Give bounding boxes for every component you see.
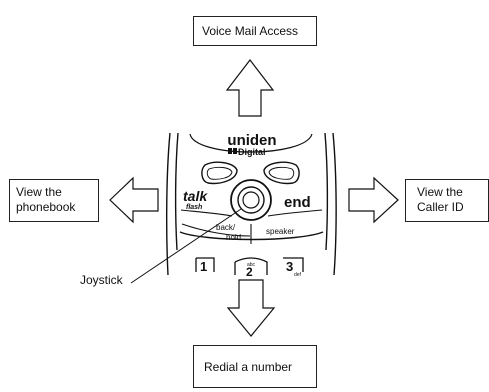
view-phonebook-line1: View the bbox=[16, 185, 62, 199]
view-phonebook-line2: phonebook bbox=[16, 200, 76, 214]
left-soft-key-inner bbox=[206, 166, 233, 180]
screen-bottom-curve bbox=[189, 133, 313, 153]
up-arrow-icon bbox=[225, 59, 275, 117]
voice-mail-access-label: Voice Mail Access bbox=[202, 24, 299, 38]
key-3-digit: 3 bbox=[286, 259, 293, 274]
key-2-letters: abc bbox=[247, 262, 256, 268]
talk-label: talk bbox=[183, 188, 208, 204]
key-2 bbox=[234, 257, 268, 275]
view-caller-id-line1: View the bbox=[417, 185, 463, 199]
joystick-label: Joystick bbox=[80, 273, 123, 287]
key-3-letters: def bbox=[294, 272, 302, 278]
redial-number-box: Redial a number bbox=[193, 345, 317, 388]
phone-outer-left bbox=[165, 132, 171, 276]
voice-mail-access-box: Voice Mail Access bbox=[193, 16, 317, 46]
speaker-label: speaker bbox=[266, 227, 295, 236]
joystick-center bbox=[242, 191, 260, 209]
phone-inner-right bbox=[324, 132, 329, 251]
button-separators bbox=[180, 209, 323, 244]
key-2-digit: 2 bbox=[246, 265, 253, 279]
down-arrow-icon bbox=[226, 279, 276, 337]
key-1-digit: 1 bbox=[200, 259, 207, 274]
key-1 bbox=[195, 257, 215, 272]
joystick-pointer-line bbox=[130, 208, 242, 284]
sub-brand-label: Digital bbox=[238, 147, 266, 157]
right-soft-key bbox=[263, 161, 300, 185]
right-arrow-icon bbox=[348, 176, 399, 224]
digital-mark-icon-2 bbox=[233, 148, 237, 154]
right-soft-key-inner bbox=[268, 166, 295, 180]
phone-handset bbox=[165, 132, 337, 276]
flash-label: flash bbox=[186, 204, 202, 211]
view-caller-id-line2: Caller ID bbox=[417, 200, 464, 214]
end-label: end bbox=[284, 194, 311, 211]
digital-mark-icon bbox=[228, 148, 232, 154]
left-soft-key bbox=[201, 161, 238, 185]
view-phonebook-box: View the phonebook bbox=[9, 179, 99, 222]
brand-logo: uniden bbox=[227, 132, 276, 149]
key-3 bbox=[283, 257, 304, 272]
phone-inner-left bbox=[174, 132, 179, 251]
phone-outer-right bbox=[332, 132, 337, 276]
left-arrow-icon bbox=[109, 176, 159, 224]
back-hold-label-1: back/ bbox=[216, 223, 236, 232]
redial-number-label: Redial a number bbox=[204, 360, 293, 374]
view-caller-id-box: View the Caller ID bbox=[405, 179, 489, 222]
back-hold-label-2: hold bbox=[226, 233, 241, 242]
